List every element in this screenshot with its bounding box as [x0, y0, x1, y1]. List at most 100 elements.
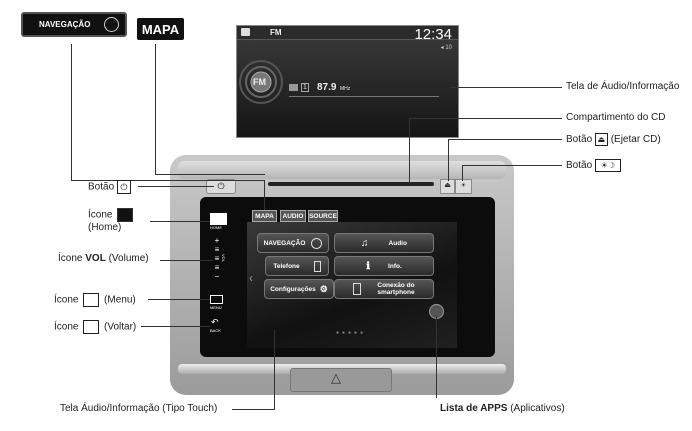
- volume-readout: ◂ 10: [441, 44, 452, 51]
- hazard-panel: [290, 368, 392, 392]
- info-icon: ℹ: [366, 261, 370, 272]
- vol-label: VOL: [221, 254, 226, 262]
- callout-voltar-pre: Ícone: [54, 322, 78, 333]
- callout-voltar: Ícone (Voltar): [54, 320, 136, 334]
- music-icon: ♫: [361, 238, 369, 249]
- callout-vol-pre: Ícone: [58, 253, 82, 264]
- leader-eject-vertical: [448, 139, 449, 181]
- leader-navegacao-drop: [264, 180, 265, 210]
- music-note-icon: [241, 28, 250, 36]
- leader-cd-vertical: [409, 118, 410, 184]
- callout-dia-noite: Botão ☀☽: [566, 159, 621, 172]
- callout-home-pre: Ícone: [88, 210, 112, 221]
- callout-lista-apps-bold: Lista de APPS: [440, 403, 507, 414]
- callout-lista-apps: Lista de APPS (Aplicativos): [440, 403, 565, 415]
- menu-label: MENU: [210, 305, 222, 310]
- navegacao-button[interactable]: NAVEGAÇÃO: [257, 233, 329, 253]
- leader-home: [150, 221, 210, 222]
- eject-symbol-icon: ⏏: [595, 133, 608, 146]
- callout-voltar-post: (Voltar): [104, 322, 136, 333]
- leader-daynight-vertical: [462, 165, 463, 181]
- back-symbol-icon: [83, 320, 99, 334]
- page-indicator-dots: ●●●●●: [336, 330, 366, 336]
- home-label: HOME: [210, 225, 222, 230]
- navigation-ring-icon: [104, 17, 119, 32]
- frequency-unit: MHz: [340, 86, 350, 92]
- leader-tela-audio: [450, 87, 562, 88]
- leader-vol: [160, 260, 213, 261]
- conexao-line1: Conexão do: [377, 282, 414, 289]
- callout-menu: Ícone (Menu): [54, 293, 136, 307]
- mapa-badge: MAPA: [137, 18, 184, 40]
- configuracoes-button[interactable]: Configurações ⚙: [264, 279, 334, 299]
- tab-audio[interactable]: AUDIO: [280, 210, 306, 222]
- home-symbol-icon: [117, 208, 133, 222]
- info-button[interactable]: ℹ Info.: [334, 256, 434, 276]
- callout-power: Botão ⏻: [88, 180, 131, 194]
- smartphone-icon: [353, 283, 361, 295]
- day-night-symbol-icon: ☀☽: [595, 159, 621, 172]
- hazard-icon[interactable]: △: [331, 370, 341, 386]
- power-icon: ⏻: [217, 181, 224, 191]
- callout-dia-noite-pre: Botão: [566, 160, 592, 171]
- leader-mapa: [155, 174, 265, 175]
- volume-control[interactable]: +≡≡≡−: [213, 236, 221, 278]
- configuracoes-button-label: Configurações: [270, 286, 316, 293]
- clock-display: 12:34: [414, 26, 452, 43]
- audio-button[interactable]: ♫ Audio: [334, 233, 434, 253]
- callout-vol-post: (Volume): [109, 253, 149, 264]
- power-symbol-icon: ⏻: [117, 180, 131, 194]
- navegacao-badge: NAVEGAÇÃO: [21, 12, 127, 37]
- callout-vol-bold: VOL: [85, 253, 106, 264]
- audio-button-label: Audio: [389, 240, 407, 247]
- leader-cd: [409, 118, 562, 119]
- callout-home: Ícone (Home): [88, 208, 135, 234]
- navegacao-badge-label: NAVEGAÇÃO: [39, 20, 90, 29]
- compass-icon: [311, 238, 322, 249]
- callout-ejetar-post: (Ejetar CD): [611, 134, 661, 145]
- back-label: BACK: [210, 328, 221, 333]
- preset-number: 1: [301, 83, 309, 92]
- phone-icon: [314, 261, 321, 272]
- tuning-bar: [289, 96, 439, 97]
- back-icon[interactable]: ↶: [211, 318, 219, 327]
- frequency-value: 87.9: [317, 82, 336, 93]
- tab-mapa[interactable]: MAPA: [252, 210, 277, 222]
- leader-power: [138, 186, 214, 187]
- telefone-button-label: Telefone: [273, 263, 299, 270]
- top-strip: [178, 161, 506, 179]
- info-button-label: Info.: [388, 263, 402, 270]
- leader-daynight: [462, 165, 562, 166]
- home-icon[interactable]: [210, 213, 227, 225]
- chevron-left-icon[interactable]: ‹: [249, 271, 253, 285]
- callout-tela-touch: Tela Áudio/Informação (Tipo Touch): [60, 403, 217, 415]
- audio-info-screen: FM 12:34 ◂ 10 FM 1 87.9 MHz: [236, 25, 459, 138]
- leader-eject: [448, 139, 562, 140]
- leader-menu: [148, 299, 210, 300]
- eject-button[interactable]: ⏏: [440, 179, 455, 194]
- leader-navegacao-vertical: [71, 44, 72, 180]
- callout-compartimento-cd: Compartimento do CD: [566, 112, 665, 124]
- day-night-button[interactable]: ☀: [455, 179, 472, 194]
- callout-home-post: (Home): [88, 222, 121, 233]
- menu-icon[interactable]: [210, 295, 223, 304]
- telefone-button[interactable]: Telefone: [265, 256, 329, 276]
- gear-icon: ⚙: [320, 284, 328, 295]
- conexao-line2: smartphone: [377, 289, 414, 296]
- callout-tela-audio: Tela de Áudio/Informação: [566, 81, 679, 93]
- callout-menu-post: (Menu): [104, 295, 136, 306]
- leader-mapa-vertical: [155, 44, 156, 174]
- callout-vol: Ícone VOL (Volume): [58, 253, 149, 265]
- callout-ejetar: Botão ⏏ (Ejetar CD): [566, 133, 661, 146]
- callout-power-pre: Botão: [88, 182, 114, 193]
- fm-logo-text: FM: [253, 77, 266, 87]
- tab-source[interactable]: SOURCE: [308, 210, 338, 222]
- navegacao-button-label: NAVEGAÇÃO: [264, 240, 306, 247]
- leader-apps: [436, 316, 437, 398]
- leader-back: [141, 326, 210, 327]
- preset-icon: [289, 84, 298, 91]
- callout-ejetar-pre: Botão: [566, 134, 592, 145]
- audio-source-label: FM: [270, 28, 282, 37]
